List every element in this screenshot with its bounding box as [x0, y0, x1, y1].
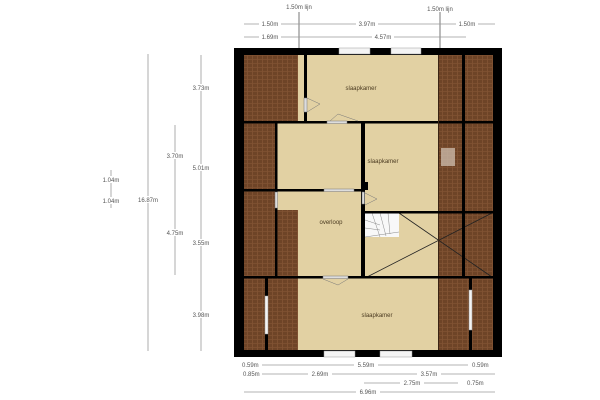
bottom-dimensions: 0.59m 5.59m 0.59m 0.85m 2.69m 3.57m 2.75…: [242, 362, 495, 396]
line-label-left: 1.50m lijn: [286, 5, 312, 11]
dim-bottom-6: 3.57m: [421, 372, 438, 378]
dim-top-5: 4.57m: [375, 35, 392, 41]
dim-left-6: 4.75m: [167, 231, 184, 237]
dim-left-1: 3.73m: [193, 86, 210, 92]
dim-bottom-1: 0.59m: [242, 363, 259, 369]
dim-left-8: 1.04m: [103, 199, 120, 205]
dim-top-3: 1.50m: [459, 22, 476, 28]
room-bedroom-bottom[interactable]: [298, 277, 439, 350]
room-label-bedroom-middle: slaapkamer: [367, 159, 398, 165]
dim-bottom-2: 5.59m: [358, 363, 375, 369]
dim-left-7: 1.04m: [103, 178, 120, 184]
dim-left-3: 3.55m: [193, 241, 210, 247]
dim-bottom-9: 6.96m: [360, 390, 377, 396]
room-label-bedroom-bottom: slaapkamer: [361, 313, 392, 319]
dim-left-total: 16.87m: [138, 198, 158, 204]
doors: [274, 97, 378, 286]
building: slaapkamer slaapkamer overloop slaapkame…: [234, 47, 502, 358]
room-bedroom-middle[interactable]: [365, 122, 439, 212]
dim-left-4: 3.98m: [193, 313, 210, 319]
dim-left-5: 3.70m: [167, 154, 184, 160]
dim-bottom-4: 0.85m: [243, 372, 260, 378]
dim-top-4: 1.69m: [262, 35, 279, 41]
dim-left-2: 5.01m: [193, 166, 210, 172]
room-bedroom-top[interactable]: [298, 55, 439, 122]
left-dimensions: 16.87m 3.73m 5.01m 3.55m 3.98m 3.70m 4.7…: [99, 54, 214, 351]
top-dimensions: 1.50m lijn 1.50m lijn 1.50m 3.97m 1.50m …: [244, 5, 495, 48]
dim-top-2: 3.97m: [359, 22, 376, 28]
dim-bottom-5: 2.69m: [312, 372, 329, 378]
dim-bottom-8: 0.75m: [467, 381, 484, 387]
dim-bottom-7: 2.75m: [404, 381, 421, 387]
windows: [264, 47, 473, 358]
line-label-right: 1.50m lijn: [427, 7, 453, 13]
room-label-landing: overloop: [319, 220, 343, 226]
dim-top-1: 1.50m: [262, 22, 279, 28]
staircase: [365, 213, 399, 237]
dim-bottom-3: 0.59m: [472, 363, 489, 369]
skylight: [441, 148, 455, 166]
room-label-bedroom-top: slaapkamer: [345, 86, 376, 92]
